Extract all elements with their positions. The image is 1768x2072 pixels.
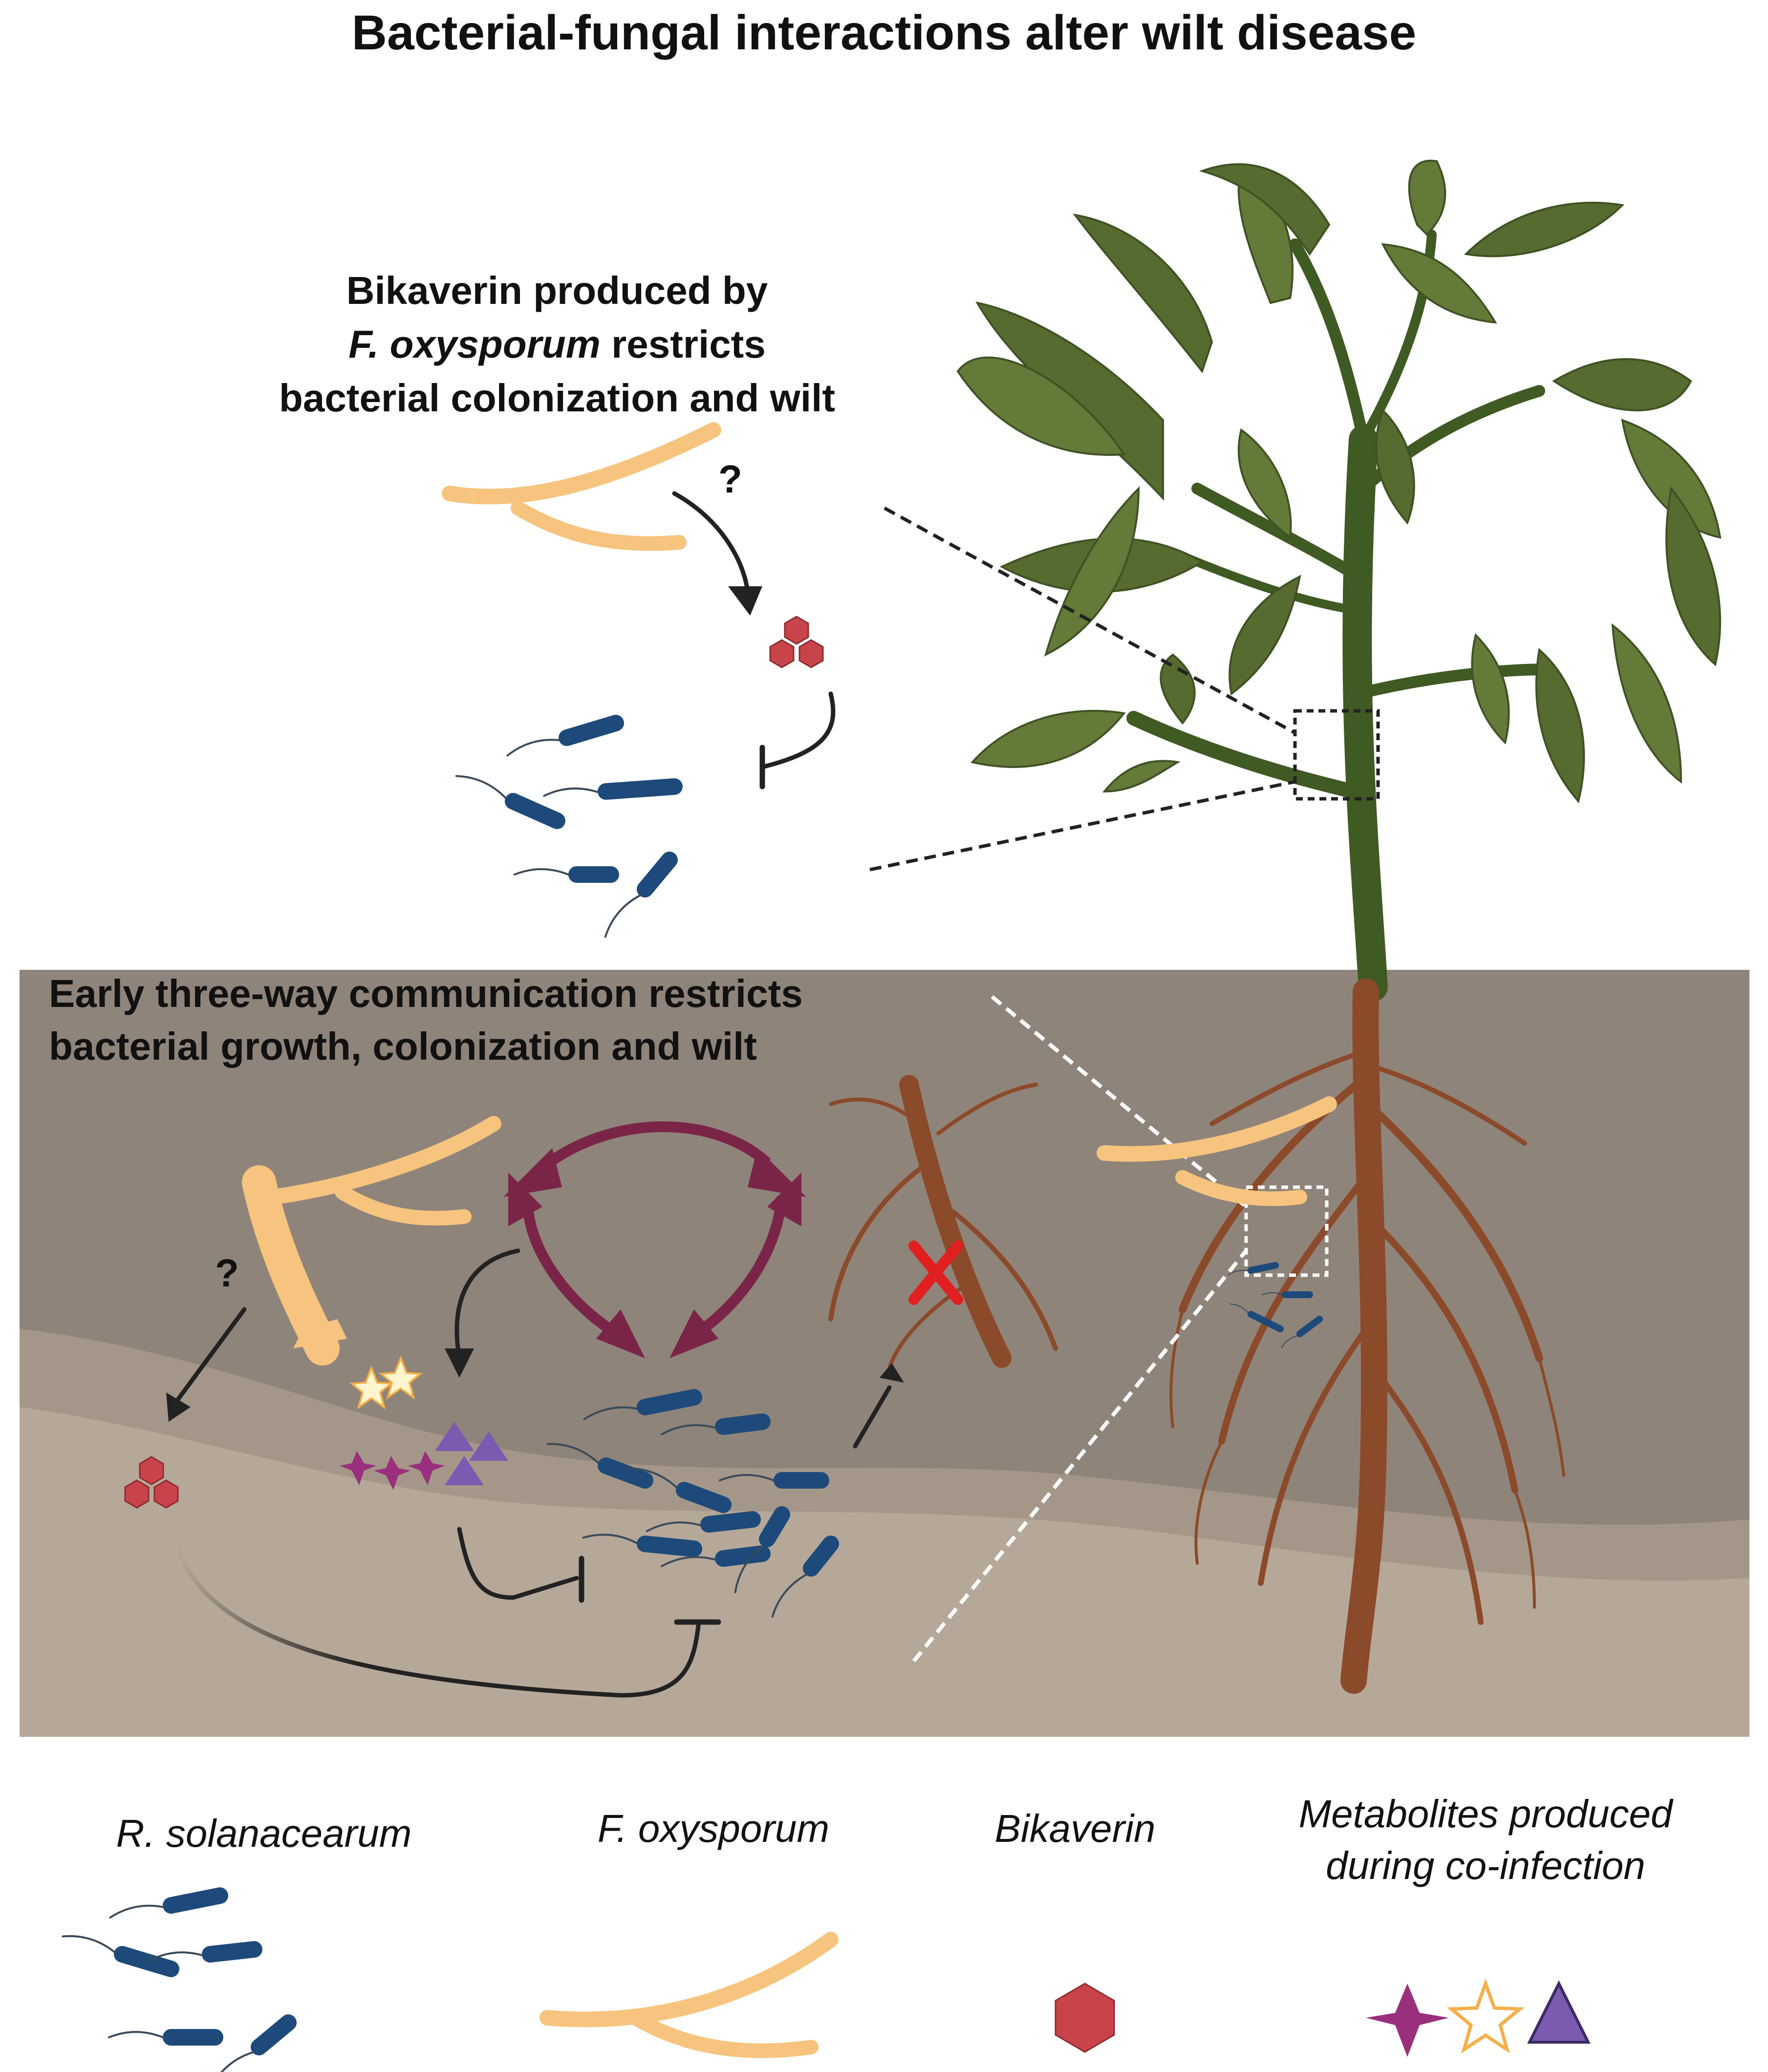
bacterium-cell bbox=[803, 1536, 839, 1577]
root-zoom bbox=[828, 1075, 1058, 1370]
bacterium-flagellum bbox=[108, 2031, 164, 2038]
bacterium-flagellum bbox=[455, 775, 507, 799]
metabolites-soil bbox=[340, 1355, 508, 1490]
bacterium-flagellum bbox=[660, 1556, 716, 1567]
bacterium-cell bbox=[1296, 1316, 1323, 1337]
top-caption-species: F. oxysporum bbox=[348, 322, 601, 366]
metabolites-inhibit bbox=[457, 1527, 579, 1600]
top-caption-line-3: bacterial colonization and wilt bbox=[279, 376, 835, 420]
bacterium-cell bbox=[505, 793, 565, 829]
bacterium-flagellum bbox=[109, 1904, 164, 1919]
bikaverin-inhibits-bacteria-top bbox=[760, 691, 836, 769]
bacterium-cell bbox=[559, 715, 624, 746]
bacterium-flagellum bbox=[220, 2051, 254, 2072]
arrowheads bbox=[503, 1148, 806, 1358]
bacterium-flagellum bbox=[604, 895, 641, 938]
legend-metabolites-line-2: during co-infection bbox=[1326, 1844, 1645, 1887]
bikaverin-inhibit-long bbox=[173, 1541, 701, 1698]
bacterium-cell bbox=[759, 1506, 790, 1547]
bacterium-flagellum bbox=[547, 1443, 600, 1464]
top-caption-line-2-rest: restricts bbox=[600, 322, 766, 366]
bacterium-flagellum bbox=[514, 868, 569, 876]
bacterium-flagellum bbox=[543, 787, 599, 797]
bacterium-flagellum bbox=[646, 1521, 702, 1533]
bacterium-flagellum bbox=[771, 1574, 807, 1618]
top-caption-line-1: Bikaverin produced by bbox=[346, 269, 768, 312]
bacterium-flagellum bbox=[660, 1424, 716, 1435]
metabolites-legend-icons bbox=[1366, 1978, 1591, 2057]
fungal-spore bbox=[293, 1319, 347, 1348]
soil-question-mark: ? bbox=[215, 1251, 239, 1295]
top-caption-line-2: F. oxysporum restricts bbox=[235, 318, 880, 371]
bacterium-cell bbox=[114, 1946, 179, 1977]
tomato-plant bbox=[869, 159, 1722, 1002]
legend-label-bacteria: R. solanacearum bbox=[116, 1812, 412, 1855]
q-arrow bbox=[173, 1307, 247, 1405]
bacterium-cell bbox=[637, 1536, 702, 1557]
top-panel-caption: Bikaverin produced by F. oxysporum restr… bbox=[235, 264, 880, 425]
bacterium-flagellum bbox=[1229, 1303, 1249, 1313]
bacterium-flagellum bbox=[506, 739, 560, 757]
legend-metabolites-line-1: Metabolites produced bbox=[1298, 1792, 1673, 1836]
soil-caption-line-1: Early three-way communication restricts bbox=[49, 972, 803, 1015]
bacterium-cell bbox=[715, 1413, 771, 1435]
bacterium-cell bbox=[1248, 1262, 1279, 1274]
bacterium-flagellum bbox=[582, 1534, 638, 1544]
arrow-to-metabolites bbox=[454, 1248, 520, 1361]
figure-title: Bacterial-fungal interactions alter wilt… bbox=[351, 5, 1417, 60]
fungal-hyphae bbox=[242, 422, 1337, 2058]
bacterium-cell bbox=[163, 1887, 228, 1914]
soil-caption-line-2: bacterial growth, colonization and wilt bbox=[49, 1025, 757, 1068]
soil-panel-caption: Early three-way communication restricts … bbox=[49, 967, 977, 1073]
bacterium-cell bbox=[202, 1941, 262, 1963]
three-way-interaction-arrows bbox=[522, 1121, 787, 1344]
bacterium-flagellum bbox=[734, 1545, 764, 1593]
legend-label-metabolites: Metabolites produced during co-infection bbox=[1241, 1788, 1730, 1892]
legend-label-bikaverin: Bikaverin bbox=[994, 1807, 1156, 1850]
bacterium-flagellum bbox=[1262, 1292, 1282, 1295]
bacterium-flagellum bbox=[147, 1951, 203, 1963]
bacterium-cell bbox=[598, 1457, 653, 1489]
bacterium-cell bbox=[700, 1511, 761, 1533]
bacterium-flagellum bbox=[1228, 1270, 1249, 1276]
bacterium-cell bbox=[598, 778, 683, 800]
bacterium-flagellum bbox=[62, 1935, 115, 1953]
bacterium-flagellum bbox=[583, 1406, 638, 1420]
bacterium-cell bbox=[251, 2014, 297, 2055]
bikaverin-legend-icon bbox=[1055, 1983, 1115, 2053]
legend-label-fungus: F. oxysporum bbox=[597, 1807, 830, 1850]
to-root-arrow bbox=[853, 1385, 892, 1449]
bacterium-cell bbox=[715, 1545, 771, 1567]
bacterium-cell bbox=[676, 1482, 732, 1513]
top-question-mark: ? bbox=[718, 457, 742, 501]
bacterium-cell bbox=[637, 852, 678, 897]
bacteria-cells bbox=[62, 715, 1323, 2072]
soil-panel bbox=[20, 970, 1749, 1737]
bacterium-cell bbox=[637, 1389, 702, 1415]
fungus-to-bikaverin-arrow bbox=[672, 491, 750, 594]
bacterium-cell bbox=[1248, 1311, 1284, 1332]
bacterium-flagellum bbox=[1281, 1335, 1298, 1348]
bacterium-flagellum bbox=[625, 1467, 678, 1489]
bacterium-flagellum bbox=[719, 1474, 775, 1481]
bikaverin-clusters bbox=[124, 616, 1115, 2053]
root-system bbox=[1169, 979, 1565, 1694]
inhibition-x-icon bbox=[908, 1240, 963, 1305]
